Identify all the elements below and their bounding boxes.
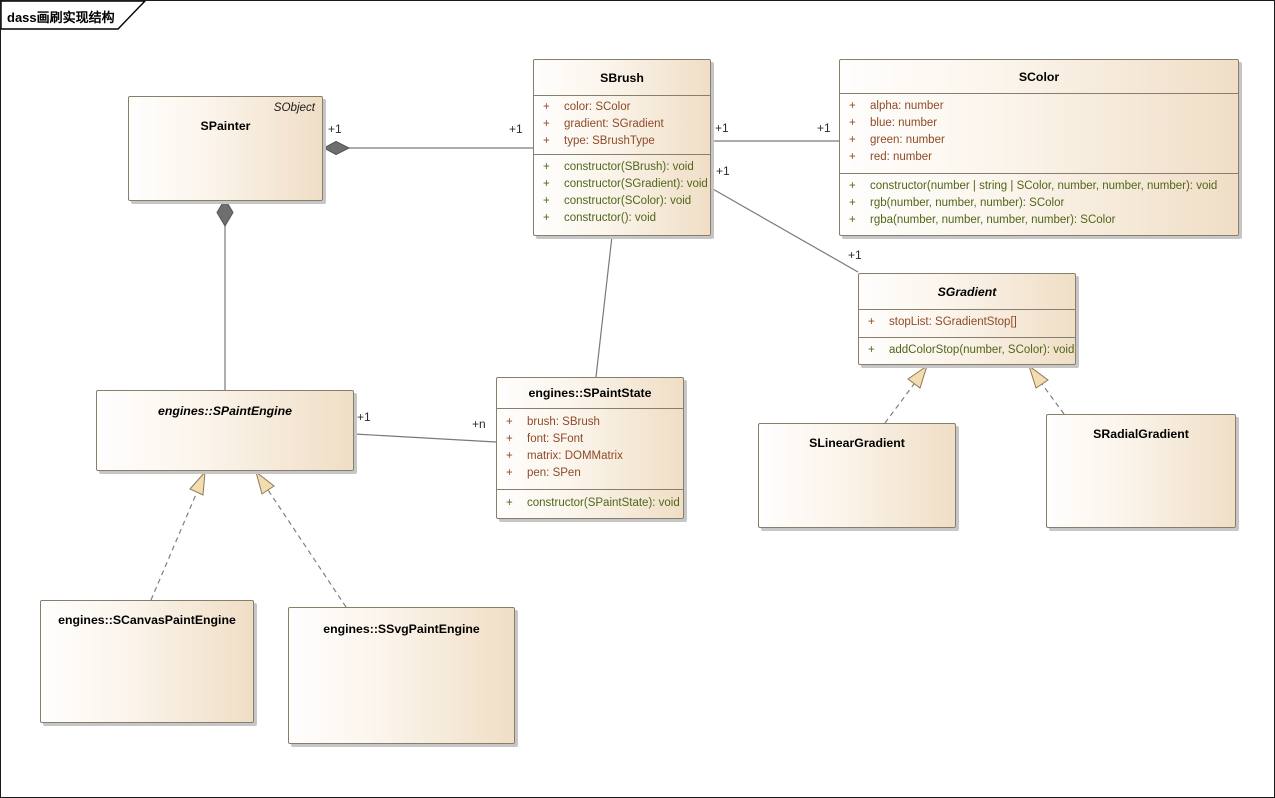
multiplicity-label: +1 <box>715 121 729 135</box>
realization-scanvaspaintengine-spaintengine[interactable] <box>150 491 198 601</box>
class-title: SGradient <box>937 284 997 299</box>
operation-row: +constructor(SColor): void <box>543 195 692 207</box>
class-spainter[interactable]: SObject SPainter <box>128 96 323 201</box>
multiplicity-label: +1 <box>357 410 371 424</box>
class-spaintstate[interactable]: engines::SPaintState +brush: SBrush +fon… <box>496 377 684 519</box>
class-title: engines::SPaintState <box>528 386 652 400</box>
realization-ssvgpaintengine-spaintengine[interactable] <box>267 489 347 608</box>
operations-compartment: +constructor(SBrush): void +constructor(… <box>534 154 710 236</box>
attribute-row: +matrix: DOMMatrix <box>506 450 623 462</box>
class-title: engines::SPaintEngine <box>158 404 292 418</box>
class-title: engines::SSvgPaintEngine <box>323 622 480 636</box>
aggregation-diamond-spainter-spaintengine <box>216 198 234 227</box>
class-slineargradient[interactable]: SLinearGradient <box>758 423 956 528</box>
class-title: SColor <box>1018 69 1060 84</box>
association-sbrush-spaintstate[interactable] <box>595 235 613 378</box>
class-title: SRadialGradient <box>1093 427 1189 441</box>
operation-row: +constructor(): void <box>543 212 657 224</box>
parent-annotation: SObject <box>273 101 315 114</box>
class-sradialgradient[interactable]: SRadialGradient <box>1046 414 1236 528</box>
attribute-row: +red: number <box>849 151 933 163</box>
attributes-compartment: +brush: SBrush +font: SFont +matrix: DOM… <box>497 408 683 489</box>
operations-compartment: +constructor(number | string | SColor, n… <box>840 173 1238 236</box>
attribute-row: +pen: SPen <box>506 467 581 479</box>
operations-compartment: +constructor(SPaintState): void <box>497 489 683 519</box>
generalization-arrow-slineargradient <box>907 364 928 389</box>
class-title: engines::SCanvasPaintEngine <box>58 613 236 627</box>
attribute-row: +green: number <box>849 134 945 146</box>
operations-compartment: +addColorStop(number, SColor): void <box>859 337 1075 365</box>
generalization-arrow-sradialgradient <box>1028 364 1049 389</box>
class-spaintengine[interactable]: engines::SPaintEngine <box>96 390 354 471</box>
operation-row: +constructor(SBrush): void <box>543 161 694 173</box>
realization-sradialgradient-sgradient[interactable] <box>1041 383 1065 415</box>
operation-row: +addColorStop(number, SColor): void <box>868 344 1075 356</box>
generalization-arrow-ssvgpaintengine <box>255 470 275 495</box>
operation-row: +constructor(number | string | SColor, n… <box>849 180 1218 192</box>
diagram-title: dass画刷实现结构 <box>7 10 115 25</box>
multiplicity-label: +1 <box>848 248 862 262</box>
multiplicity-label: +1 <box>509 122 523 136</box>
operation-row: +rgba(number, number, number, number): S… <box>849 214 1116 226</box>
generalization-arrow-scanvaspaintengine <box>189 470 206 496</box>
aggregation-diamond-spainter-sbrush <box>322 140 351 156</box>
diagram-frame-tab <box>1 1 146 30</box>
class-title: SBrush <box>600 70 644 85</box>
multiplicity-label: +n <box>472 417 486 431</box>
realization-slineargradient-sgradient[interactable] <box>884 383 915 424</box>
attribute-row: +gradient: SGradient <box>543 118 664 130</box>
attribute-row: +alpha: number <box>849 100 944 112</box>
association-sbrush-sgradient[interactable] <box>710 187 859 273</box>
multiplicity-label: +1 <box>328 122 342 136</box>
attributes-compartment: +stopList: SGradientStop[] <box>859 309 1075 337</box>
operation-row: +constructor(SGradient): void <box>543 178 708 190</box>
class-scanvaspaintengine[interactable]: engines::SCanvasPaintEngine <box>40 600 254 723</box>
attribute-row: +color: SColor <box>543 101 631 113</box>
multiplicity-label: +1 <box>716 164 730 178</box>
attribute-row: +font: SFont <box>506 433 584 445</box>
attribute-row: +stopList: SGradientStop[] <box>868 316 1017 328</box>
attributes-compartment: +alpha: number +blue: number +green: num… <box>840 93 1238 173</box>
class-sbrush[interactable]: SBrush +color: SColor +gradient: SGradie… <box>533 59 711 236</box>
association-spaintengine-spaintstate[interactable] <box>353 433 497 443</box>
multiplicity-label: +1 <box>817 121 831 135</box>
class-title: SLinearGradient <box>809 436 905 450</box>
operation-row: +rgb(number, number, number): SColor <box>849 197 1065 209</box>
class-title: SPainter <box>200 119 251 133</box>
class-sgradient[interactable]: SGradient +stopList: SGradientStop[] +ad… <box>858 273 1076 365</box>
class-scolor[interactable]: SColor +alpha: number +blue: number +gre… <box>839 59 1239 236</box>
attribute-row: +blue: number <box>849 117 938 129</box>
operation-row: +constructor(SPaintState): void <box>506 497 680 509</box>
attributes-compartment: +color: SColor +gradient: SGradient +typ… <box>534 95 710 154</box>
attribute-row: +type: SBrushType <box>543 135 655 147</box>
attribute-row: +brush: SBrush <box>506 416 600 428</box>
class-ssvgpaintengine[interactable]: engines::SSvgPaintEngine <box>288 607 515 744</box>
